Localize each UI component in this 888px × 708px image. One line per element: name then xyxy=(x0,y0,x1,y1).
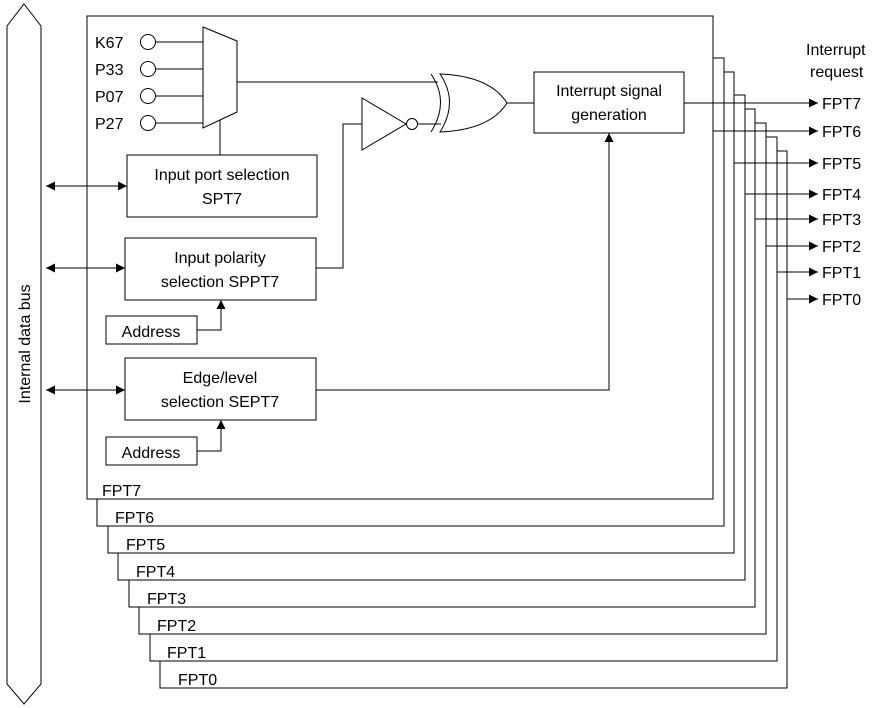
address-box-1: Address xyxy=(105,315,198,345)
address-arrow-2 xyxy=(197,420,226,452)
output-label: FPT0 xyxy=(822,292,861,309)
output-labels: FPT7 FPT6 FPT5 FPT4 FPT3 FPT2 FPT1 FPT0 xyxy=(822,96,861,309)
pin-label: K67 xyxy=(95,35,124,52)
pin-circle xyxy=(140,115,156,131)
block-label-line2: selection SEPT7 xyxy=(161,394,279,411)
output-label: FPT1 xyxy=(822,265,861,282)
block-label-line1: Edge/level xyxy=(183,370,258,387)
address-box-2: Address xyxy=(105,436,198,466)
pin-circle xyxy=(140,34,156,50)
input-port-selection-block: Input port selection SPT7 xyxy=(126,154,318,218)
fpt-frame-label: FPT7 xyxy=(102,483,141,500)
pin-label: P07 xyxy=(95,89,124,106)
fpt-frame-label: FPT6 xyxy=(115,510,154,527)
edge-level-selection-block: Edge/level selection SEPT7 xyxy=(124,357,317,421)
fpt-frame-label: FPT5 xyxy=(126,537,165,554)
input-multiplexer xyxy=(202,26,238,129)
fpt-frame-label: FPT3 xyxy=(147,591,186,608)
polarity-wire xyxy=(316,123,362,269)
output-label: FPT5 xyxy=(822,156,861,173)
address-label: Address xyxy=(122,445,181,462)
output-label: FPT4 xyxy=(822,187,861,204)
edge-wire xyxy=(316,133,614,391)
internal-data-bus: Internal data bus xyxy=(6,3,42,705)
block-label-line2: selection SPPT7 xyxy=(161,274,279,291)
fpt-frame-label: FPT0 xyxy=(178,672,217,689)
pin-label: P27 xyxy=(95,116,124,133)
input-pin: P33 xyxy=(95,61,203,79)
pin-circle xyxy=(140,88,156,104)
fpt-frame-label: FPT4 xyxy=(136,564,175,581)
input-pin: P27 xyxy=(95,115,203,133)
address-label: Address xyxy=(122,324,181,341)
input-pins: K67 P33 P07 P27 xyxy=(95,34,203,133)
interrupt-signal-generation-block: Interrupt signal generation xyxy=(533,71,685,134)
output-lines xyxy=(684,98,818,304)
block-label-line2: SPT7 xyxy=(202,191,242,208)
block-label-line1: Input polarity xyxy=(174,250,266,267)
input-pin: K67 xyxy=(95,34,203,52)
bus-label: Internal data bus xyxy=(17,284,34,403)
pin-circle xyxy=(140,61,156,77)
block-label-line1: Input port selection xyxy=(154,167,289,184)
address-arrow-1 xyxy=(197,300,226,331)
xor-gate xyxy=(430,73,508,133)
output-label: FPT3 xyxy=(822,212,861,229)
input-pin: P07 xyxy=(95,88,203,106)
pin-label: P33 xyxy=(95,62,124,79)
output-label: FPT2 xyxy=(822,239,861,256)
block-label-line2: generation xyxy=(571,107,647,124)
output-label: FPT6 xyxy=(822,124,861,141)
interrupt-request-heading-line1: Interrupt xyxy=(806,42,866,59)
fpt-frame-label: FPT1 xyxy=(167,645,206,662)
output-label: FPT7 xyxy=(822,96,861,113)
inverter-gate xyxy=(361,97,441,151)
block-label-line1: Interrupt signal xyxy=(556,83,662,100)
input-polarity-selection-block: Input polarity selection SPPT7 xyxy=(124,237,317,301)
interrupt-request-heading-line2: request xyxy=(810,64,864,81)
fpt-frame-label: FPT2 xyxy=(157,618,196,635)
